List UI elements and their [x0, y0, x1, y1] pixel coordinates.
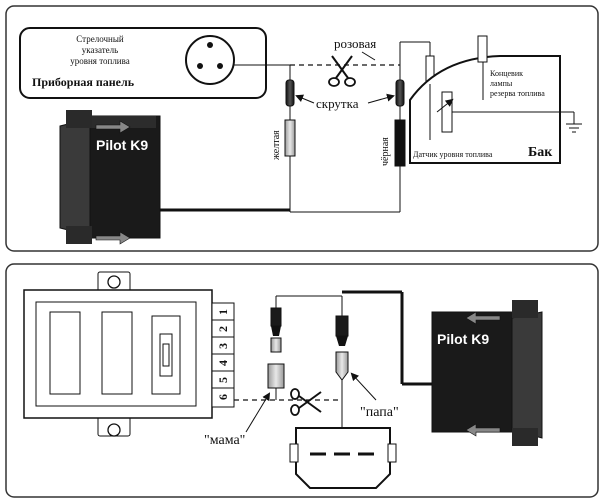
- black-wire-label: чёрная: [380, 137, 391, 166]
- black-wire-segment: [394, 119, 406, 167]
- female-arrow: [245, 392, 271, 433]
- instrument-panel: Стрелочный указатель уровня топлива Приб…: [19, 27, 267, 99]
- female-connector: [267, 296, 285, 400]
- male-arrow: [350, 372, 377, 401]
- pilot-k9-device-top: Pilot K9: [59, 110, 161, 245]
- scissors-icon-bottom: [290, 388, 322, 416]
- switch-label-line-1: Концевик: [490, 69, 523, 78]
- pin-number-2: 2: [216, 326, 230, 332]
- left-twist: [285, 79, 295, 107]
- yellow-wire-segment: [284, 119, 296, 157]
- tank-title: Бак: [528, 145, 553, 160]
- yellow-wire-label: желтая: [271, 130, 282, 161]
- switch-label-line-2: лампы: [490, 79, 513, 88]
- switch-label-line-3: резерва топлива: [490, 89, 545, 98]
- male-connector: [335, 296, 349, 430]
- ground-icon: [566, 123, 582, 133]
- pin-number-1: 1: [216, 309, 230, 315]
- pilot-k9-label-top: Pilot K9: [96, 137, 148, 153]
- scissors-icon: [328, 55, 356, 87]
- reserve-switch-icon: [477, 35, 488, 63]
- pin-number-5: 5: [216, 377, 230, 383]
- pin-number-3: 3: [216, 343, 230, 349]
- pin-number-6: 6: [216, 394, 230, 400]
- instrument-panel-title: Приборная панель: [32, 75, 135, 89]
- plug-housing: [289, 427, 397, 489]
- gauge-text-line-2: указатель: [82, 45, 119, 55]
- arrow-icon-top-1: [95, 120, 131, 134]
- pilot-k9-device-bottom: Pilot K9: [431, 300, 543, 446]
- gauge-text-line-1: Стрелочный: [76, 34, 124, 44]
- pin-number-4: 4: [216, 360, 230, 366]
- gauge-text-line-3: уровня топлива: [70, 56, 130, 66]
- arrow-icon-bottom-2: [465, 423, 501, 437]
- connector-block: [23, 271, 213, 437]
- pink-wire-label: розовая: [334, 36, 376, 51]
- right-twist: [395, 79, 405, 107]
- arrow-icon-top-2: [95, 231, 131, 245]
- pilot-k9-label-bottom: Pilot K9: [437, 331, 489, 347]
- fuel-sensor-icon: [441, 91, 453, 133]
- twist-arrow-right: [367, 93, 395, 104]
- female-label: "мама": [204, 433, 245, 448]
- twist-arrow-left: [295, 94, 315, 104]
- fuel-sensor-label: Датчик уровня топлива: [413, 150, 493, 159]
- pin-strip: 1 2 3 4 5 6: [211, 302, 235, 408]
- male-label: "папа": [360, 405, 399, 420]
- gauge-connector-icon: [185, 35, 235, 85]
- arrow-icon-bottom-1: [465, 311, 501, 325]
- twist-label: скрутка: [316, 96, 359, 111]
- pink-label-arrow: [361, 51, 376, 61]
- fuel-tank: Бак Концевик лампы резерва топлива Датчи…: [409, 35, 582, 164]
